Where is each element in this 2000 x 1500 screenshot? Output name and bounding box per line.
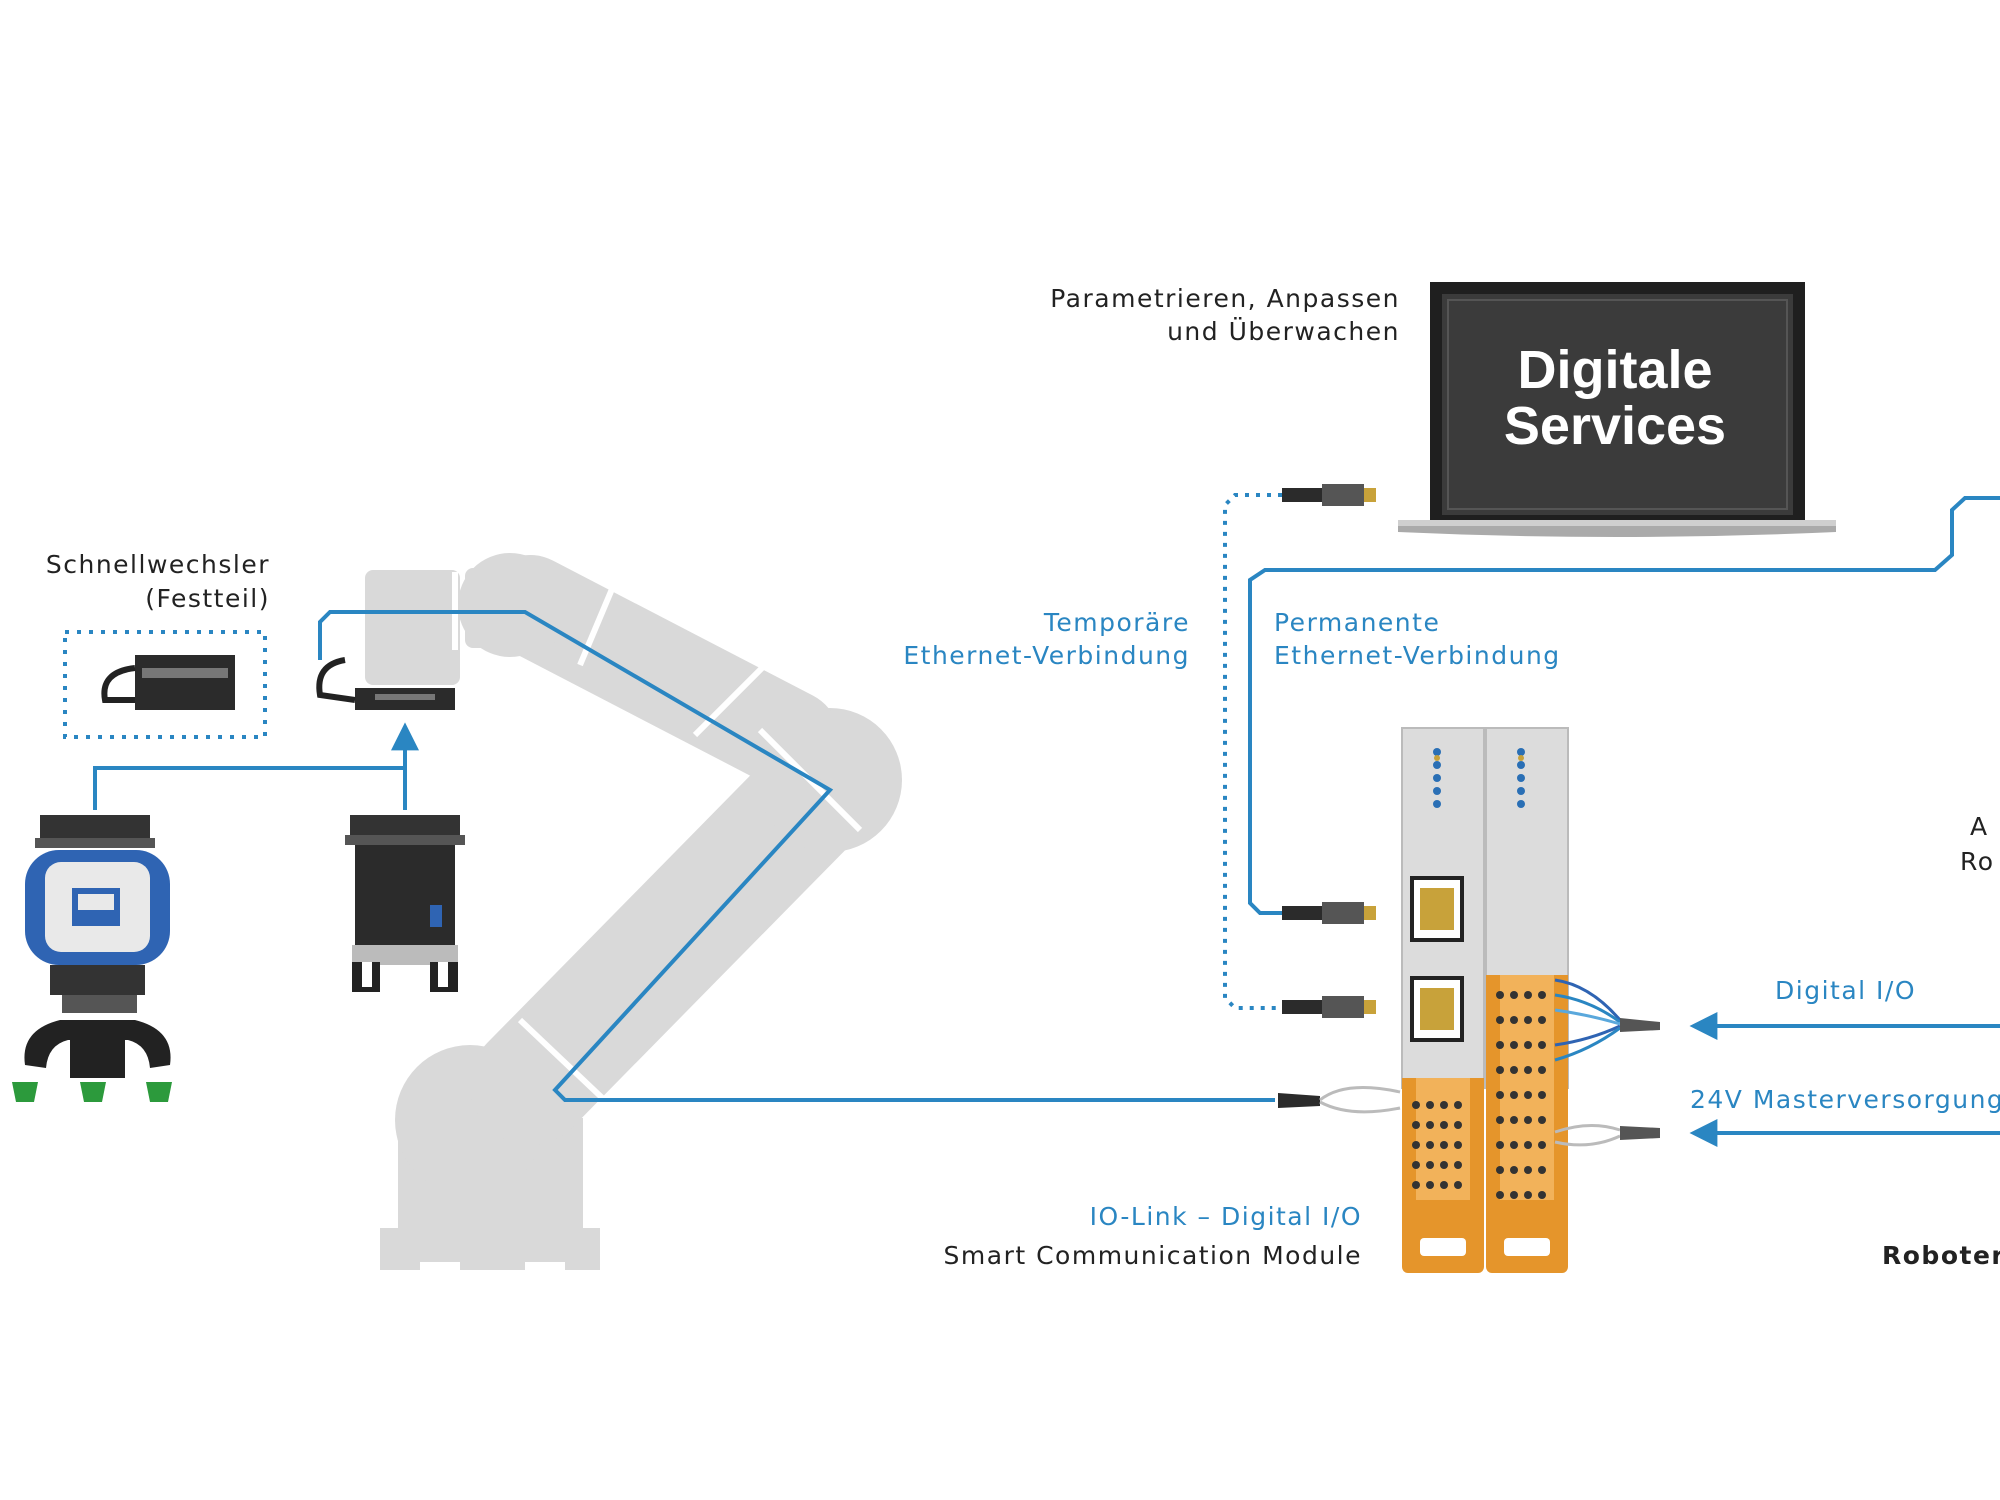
smart-gripper <box>12 815 172 1102</box>
digital-io-wires <box>1554 978 2000 1062</box>
label-temporaere-line2: Ethernet-Verbindung <box>903 641 1190 670</box>
ethernet-plug-laptop <box>1282 484 1376 506</box>
tool-changer-on-robot <box>316 657 455 710</box>
label-temporaere-line1: Temporäre <box>1043 608 1190 637</box>
robot-arm <box>365 553 902 1272</box>
ethernet-plug-permanent <box>1282 902 1376 924</box>
power-supply-wires <box>1554 1119 2000 1147</box>
label-roboter: Roboter <box>1882 1241 2000 1270</box>
permanent-ethernet-line <box>1248 496 2000 915</box>
laptop-screen-text: Digitale Services <box>1440 342 1790 454</box>
ethernet-plug-temporary <box>1282 996 1376 1018</box>
label-digital-io: Digital I/O <box>1775 976 1916 1005</box>
label-permanente-line2: Ethernet-Verbindung <box>1274 641 1561 670</box>
label-masterversorgung: 24V Masterversorgung <box>1690 1085 2000 1114</box>
label-parametrieren-line1: Parametrieren, Anpassen <box>1050 284 1400 313</box>
label-iolink: IO-Link – Digital I/O <box>1089 1202 1362 1231</box>
tool-changer-fixed-part <box>63 630 267 739</box>
laptop-screen-line2: Services <box>1503 396 1727 456</box>
label-schnellwechsler-line2: (Festteil) <box>145 584 270 613</box>
label-smart-module: Smart Communication Module <box>943 1241 1362 1270</box>
smart-communication-module <box>1401 727 1569 1273</box>
gripper-connections <box>93 722 419 810</box>
label-cut-right-2: Ro <box>1960 847 1995 876</box>
label-cut-right-1: A <box>1970 812 1989 841</box>
robot-cable <box>318 610 1275 1102</box>
robot-cable-plug <box>1278 1086 1401 1114</box>
laptop <box>1398 282 1836 537</box>
parallel-gripper <box>345 815 465 992</box>
label-schnellwechsler-line1: Schnellwechsler <box>45 550 270 579</box>
laptop-screen-line1: Digitale <box>1517 340 1713 400</box>
label-parametrieren-line2: und Überwachen <box>1167 317 1400 346</box>
label-permanente-line1: Permanente <box>1274 608 1441 637</box>
